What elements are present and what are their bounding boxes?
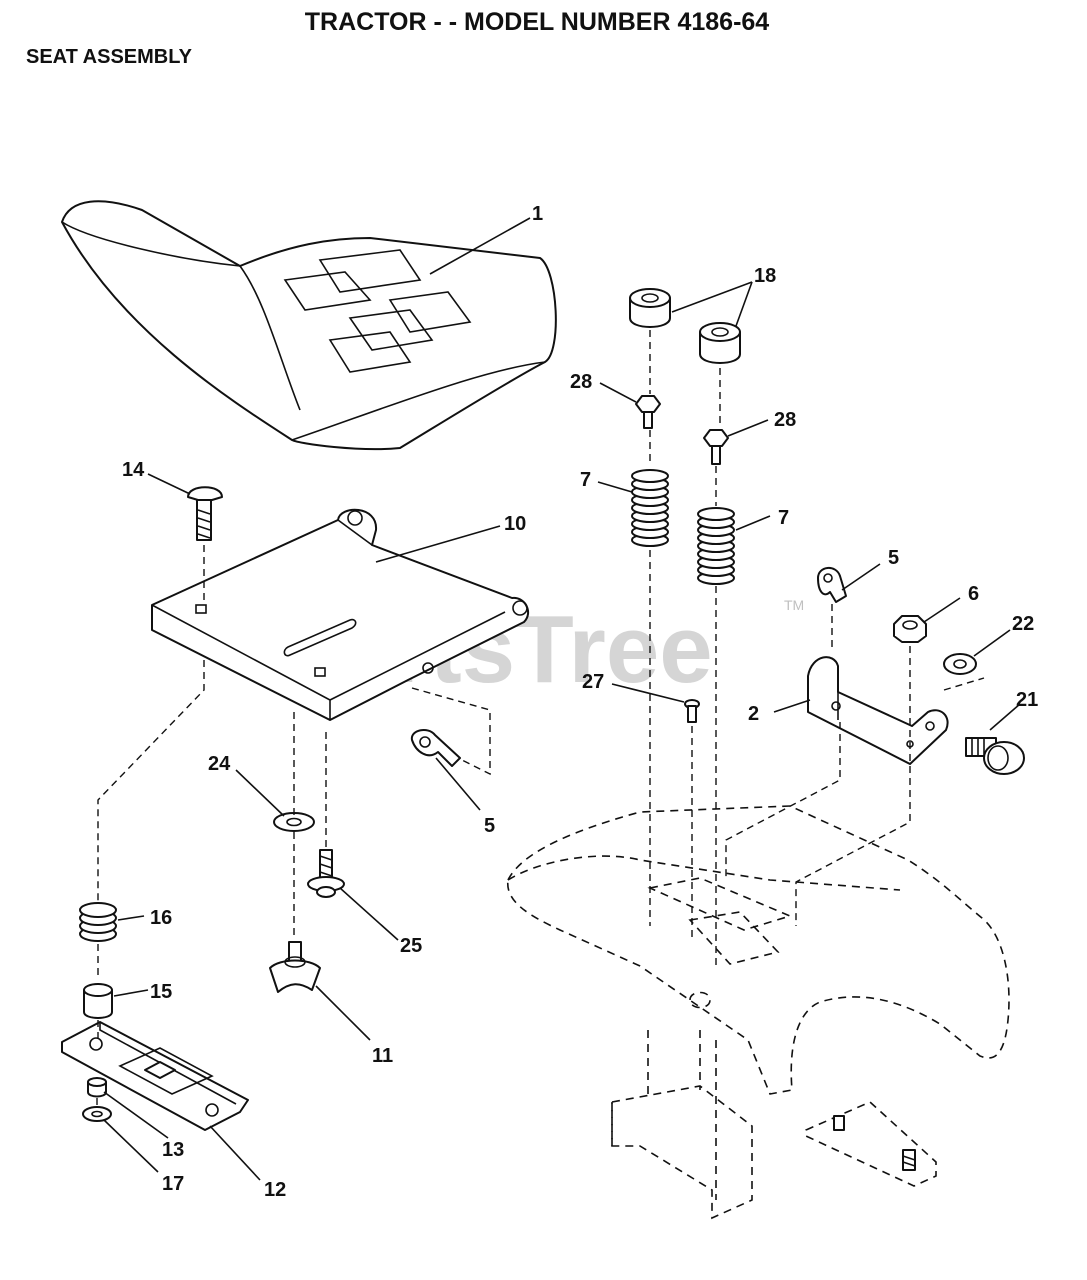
callout-21[interactable]: 21	[1016, 689, 1038, 711]
callout-2[interactable]: 2	[748, 703, 759, 725]
part-28-screw-left[interactable]	[635, 395, 661, 429]
part-11-knob[interactable]	[269, 941, 321, 993]
part-15-spacer[interactable]	[83, 983, 113, 1019]
callout-14[interactable]: 14	[122, 459, 145, 481]
part-7-spring-left[interactable]	[631, 469, 669, 547]
part-24-washer[interactable]	[273, 812, 315, 832]
part-16-spring[interactable]	[79, 902, 117, 942]
part-5-clip-left[interactable]	[410, 728, 461, 767]
part-25-shoulder-bolt[interactable]	[307, 849, 345, 898]
part-18-bushing-right[interactable]	[699, 322, 741, 364]
part-27-screw[interactable]	[684, 699, 700, 723]
callout-28-left[interactable]: 28	[570, 371, 592, 393]
part-21-bolt[interactable]	[965, 737, 1025, 775]
page-title: TRACTOR - - MODEL NUMBER 4186-64	[305, 8, 770, 36]
part-5-clip-right[interactable]	[817, 567, 847, 603]
callout-10[interactable]: 10	[504, 513, 526, 535]
callout-13[interactable]: 13	[162, 1139, 184, 1161]
callout-7-right[interactable]: 7	[778, 507, 789, 529]
callout-16[interactable]: 16	[150, 907, 172, 929]
part-1-seat[interactable]	[61, 200, 557, 451]
callout-22[interactable]: 22	[1012, 613, 1034, 635]
callout-1[interactable]: 1	[532, 203, 543, 225]
part-28-screw-right[interactable]	[703, 429, 729, 465]
callout-24[interactable]: 24	[208, 753, 231, 775]
section-title: SEAT ASSEMBLY	[26, 46, 193, 68]
part-6-hex-nut[interactable]	[893, 615, 927, 643]
part-2-bracket[interactable]	[807, 656, 949, 765]
callout-6[interactable]: 6	[968, 583, 979, 605]
base-stud[interactable]	[902, 1149, 916, 1171]
part-10-seat-pan[interactable]	[151, 508, 530, 721]
callout-11[interactable]: 11	[372, 1045, 393, 1067]
callout-18[interactable]: 18	[754, 265, 776, 287]
part-7-spring-right[interactable]	[697, 507, 735, 585]
callout-5-right[interactable]: 5	[888, 547, 899, 569]
callout-7-left[interactable]: 7	[580, 469, 591, 491]
alignment-lines	[96, 330, 985, 1106]
callout-28-right[interactable]: 28	[774, 409, 796, 431]
callout-27[interactable]: 27	[582, 671, 604, 693]
callout-15[interactable]: 15	[150, 981, 172, 1003]
callout-25[interactable]: 25	[400, 935, 422, 957]
tractor-frame	[507, 805, 1010, 1220]
part-22-nut[interactable]	[943, 653, 977, 675]
callout-12[interactable]: 12	[264, 1179, 286, 1201]
callout-labels: 1 18 28 28 14 10 7 7 5 6 22 27 2 21 24 5…	[122, 203, 1038, 1201]
part-12-bracket[interactable]	[61, 1021, 249, 1131]
base-stud-2[interactable]	[833, 1115, 845, 1131]
part-14-carriage-bolt[interactable]	[187, 486, 223, 541]
part-18-bushing-left[interactable]	[629, 288, 671, 328]
callout-5-left[interactable]: 5	[484, 815, 495, 837]
leader-lines	[103, 217, 1021, 1181]
part-17-washer[interactable]	[82, 1106, 112, 1122]
callout-17[interactable]: 17	[162, 1173, 184, 1195]
part-13-nut[interactable]	[87, 1077, 107, 1098]
watermark-trademark: TM	[784, 597, 804, 613]
